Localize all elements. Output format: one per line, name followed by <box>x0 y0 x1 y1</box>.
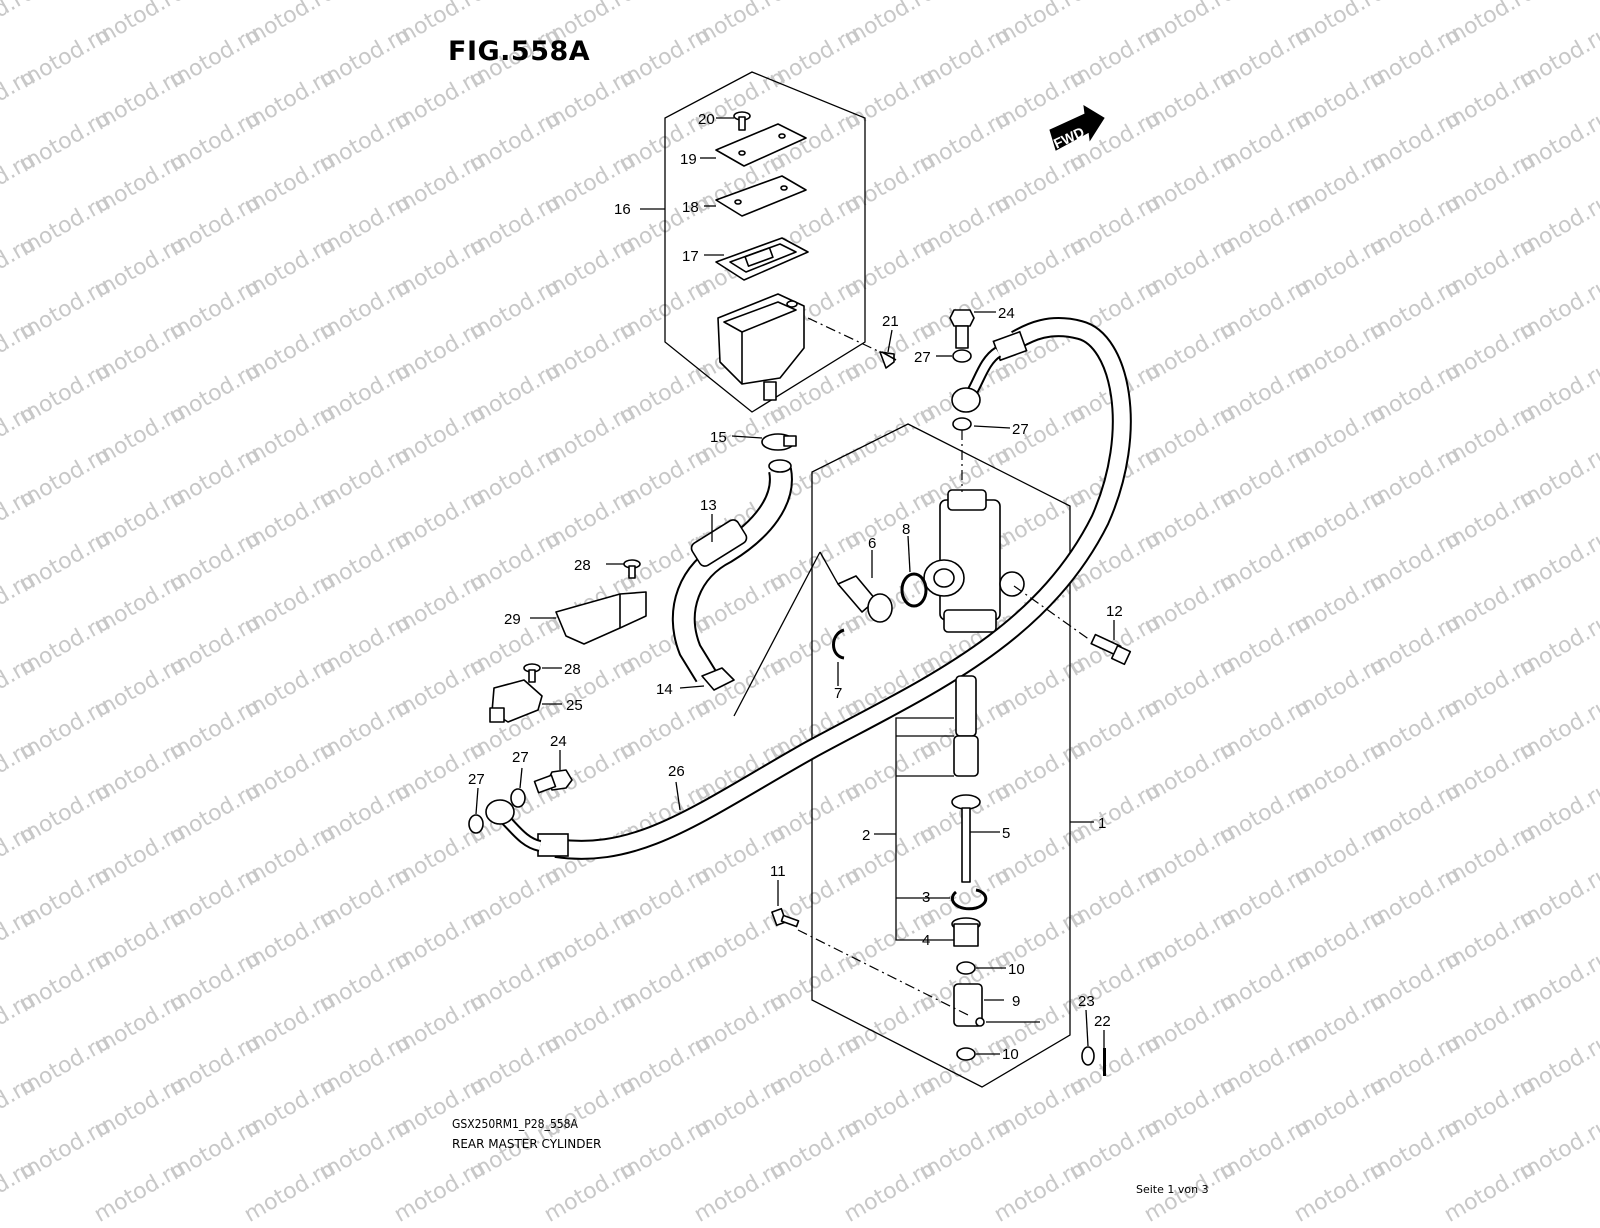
brake-hose-26 <box>485 317 1132 860</box>
washer-27-a <box>952 349 972 363</box>
callout-28a: 28 <box>574 557 591 574</box>
callout-6: 6 <box>868 535 876 552</box>
diaphragm-17 <box>715 237 809 281</box>
fwd-arrow-icon: FWD <box>1049 105 1105 152</box>
figure-title: FIG.558A <box>448 36 591 67</box>
washer-27-d <box>468 814 484 834</box>
leader-6-a <box>819 551 839 585</box>
callout-24a: 24 <box>998 305 1015 322</box>
screw-21 <box>879 351 897 369</box>
callout-7: 7 <box>834 685 842 702</box>
reservoir-cap-19 <box>715 123 807 167</box>
callout-5: 5 <box>1002 825 1010 842</box>
screw-28-lower <box>523 663 541 683</box>
banjo-bolt-24-upper <box>949 309 975 349</box>
push-rod-5 <box>951 794 981 883</box>
diagram-code: GSX250RM1_P28_558A <box>452 1117 578 1131</box>
callout-25: 25 <box>566 697 583 714</box>
callout-2: 2 <box>862 827 870 844</box>
callout-26: 26 <box>668 763 685 780</box>
callout-14: 14 <box>656 681 673 698</box>
clamp-15 <box>761 433 797 451</box>
screw-20 <box>733 111 751 131</box>
callout-20: 20 <box>698 111 715 128</box>
circlip-7 <box>832 628 845 660</box>
callout-17: 17 <box>682 248 699 265</box>
callout-27c: 27 <box>512 749 529 766</box>
leader-27c <box>519 767 523 789</box>
circlip-3 <box>950 888 988 911</box>
callout-16: 16 <box>614 201 631 218</box>
switch-25 <box>489 679 543 723</box>
callout-27d: 27 <box>468 771 485 788</box>
callout-15: 15 <box>710 429 727 446</box>
washer-27-c <box>510 788 526 808</box>
clevis-9 <box>953 983 985 1027</box>
bracket-29 <box>555 591 647 645</box>
reservoir-body <box>717 293 805 401</box>
callout-29: 29 <box>504 611 521 628</box>
callout-10a: 10 <box>1008 961 1025 978</box>
leader-15 <box>731 435 763 439</box>
callout-19: 19 <box>680 151 697 168</box>
boot-4 <box>951 917 981 947</box>
fitting-6 <box>837 575 893 623</box>
parts-diagram: FWD <box>468 71 1132 1088</box>
screw-28-upper <box>623 559 641 579</box>
leader-26 <box>675 781 681 811</box>
callout-18: 18 <box>682 199 699 216</box>
piston-spring <box>953 675 979 777</box>
leader-27d <box>475 787 479 815</box>
leader-23 <box>1085 1009 1089 1047</box>
leader-21b <box>887 329 893 353</box>
pin-11 <box>771 907 800 928</box>
bolt-12 <box>1090 633 1132 666</box>
callout-12: 12 <box>1106 603 1123 620</box>
callout-4: 4 <box>922 932 930 949</box>
leader-27b <box>973 425 1011 429</box>
master-cylinder-body <box>923 489 1025 633</box>
callout-10b: 10 <box>1002 1046 1019 1063</box>
banjo-bolt-24-lower <box>533 769 573 794</box>
callout-11: 11 <box>770 863 786 880</box>
master-cylinder-outline <box>811 423 1071 1088</box>
cotter-pin-22 <box>1103 1048 1106 1076</box>
hose-13 <box>671 459 793 683</box>
diagram-description: REAR MASTER CYLINDER <box>452 1137 602 1151</box>
leader-12 <box>1013 585 1091 641</box>
nut-10-lower <box>956 1047 976 1061</box>
callout-13: 13 <box>700 497 717 514</box>
reservoir-kit-outline <box>664 71 866 413</box>
clamp-14 <box>701 667 735 691</box>
callout-21: 21 <box>882 313 899 330</box>
callout-9: 9 <box>1012 993 1020 1010</box>
callout-1: 1 <box>1098 815 1106 832</box>
leader-21 <box>807 317 881 353</box>
plate-18 <box>715 175 807 217</box>
page-indicator: Seite 1 von 3 <box>1136 1183 1209 1196</box>
leader-8 <box>907 535 911 573</box>
nut-10-upper <box>956 961 976 975</box>
leader-11 <box>797 929 971 1017</box>
callout-27b: 27 <box>1012 421 1029 438</box>
callout-22: 22 <box>1094 1013 1111 1030</box>
washer-27-b <box>952 417 972 431</box>
callout-8: 8 <box>902 521 910 538</box>
leader-14 <box>679 685 705 689</box>
kit-2-bracket <box>895 717 954 941</box>
callout-3: 3 <box>922 889 930 906</box>
callout-27a: 27 <box>914 349 931 366</box>
washer-23 <box>1081 1046 1095 1066</box>
o-ring-8 <box>900 572 928 608</box>
callout-23: 23 <box>1078 993 1095 1010</box>
callout-24b: 24 <box>550 733 567 750</box>
callout-28b: 28 <box>564 661 581 678</box>
leader-6-b <box>733 551 821 717</box>
